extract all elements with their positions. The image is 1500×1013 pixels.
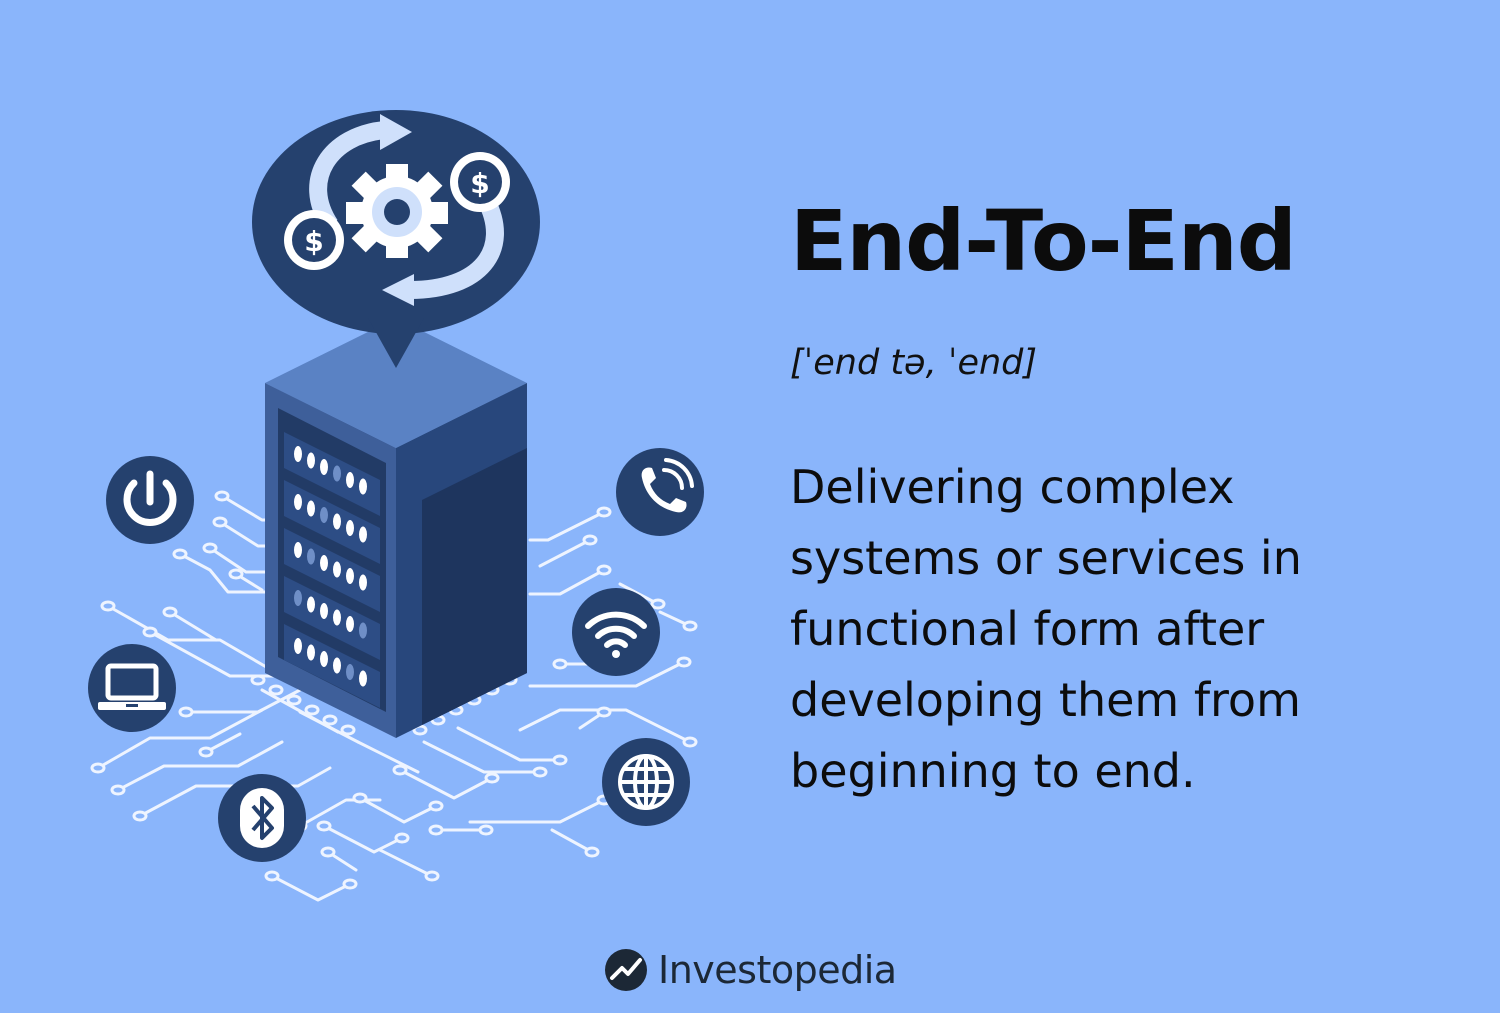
server-light — [294, 446, 302, 462]
server-light — [307, 548, 315, 565]
dollar-coin-icon: $ — [450, 152, 510, 212]
definition-text: Delivering complex systems or services i… — [790, 460, 1302, 798]
svg-text:$: $ — [470, 167, 489, 200]
server-light — [346, 520, 354, 536]
server-light — [320, 459, 328, 475]
server-light — [359, 526, 367, 543]
server-slot — [284, 432, 380, 516]
server-light — [307, 596, 315, 613]
power-icon — [106, 456, 194, 544]
server-light — [359, 478, 367, 495]
server-light — [359, 670, 367, 687]
server-slot — [284, 480, 380, 564]
server-light — [359, 622, 367, 639]
brand-logo: Investopedia — [604, 944, 897, 996]
page-title: End-To-End — [790, 192, 1297, 290]
phone-icon — [616, 448, 704, 536]
server-light — [294, 590, 302, 606]
laptop-icon — [88, 644, 176, 732]
server-light — [307, 500, 315, 517]
brand-name: Investopedia — [658, 948, 897, 992]
server-light — [346, 472, 354, 488]
server-light — [294, 494, 302, 510]
globe-icon — [602, 738, 690, 826]
server-light — [320, 603, 328, 619]
server-rack — [265, 318, 527, 738]
server-light — [333, 609, 341, 626]
svg-text:$: $ — [304, 225, 323, 258]
dollar-coin-icon: $ — [284, 210, 344, 270]
wifi-icon — [572, 588, 660, 676]
server-light — [294, 638, 302, 654]
gear-icon — [346, 164, 448, 258]
server-light — [320, 651, 328, 667]
server-light — [346, 664, 354, 680]
server-light — [307, 452, 315, 469]
server-light — [294, 542, 302, 558]
server-slot — [284, 576, 380, 660]
server-network-illustration: $ $ — [88, 110, 704, 902]
server-light — [333, 657, 341, 674]
server-light — [333, 513, 341, 530]
cycle-arrows-icon — [309, 114, 504, 306]
server-slot — [284, 528, 380, 612]
server-light — [320, 507, 328, 523]
bluetooth-icon — [218, 774, 306, 862]
server-light — [346, 616, 354, 632]
server-light — [307, 644, 315, 661]
server-light — [320, 555, 328, 571]
pronunciation: [ˈend tə, ˈend] — [790, 343, 1038, 383]
server-light — [359, 574, 367, 591]
server-light — [333, 561, 341, 578]
investopedia-logo-icon — [605, 949, 647, 991]
server-light — [333, 465, 341, 482]
server-lights — [284, 432, 380, 708]
server-slot — [284, 624, 380, 708]
server-light — [346, 568, 354, 584]
